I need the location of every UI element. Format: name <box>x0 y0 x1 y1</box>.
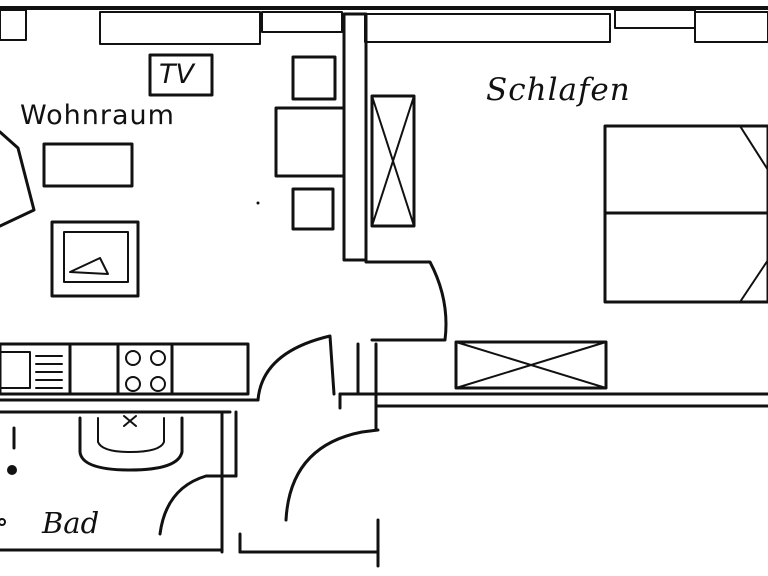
dot-mark <box>256 201 260 205</box>
bath-door <box>158 474 238 536</box>
armchair <box>50 220 140 298</box>
bath-walls <box>0 410 380 568</box>
kitchen-wall <box>0 398 260 414</box>
dining-set <box>274 55 346 231</box>
fixture-mark <box>0 518 6 526</box>
wardrobe-bottom <box>454 340 608 390</box>
kitchen-counter <box>0 342 250 396</box>
partition-wall <box>342 12 368 262</box>
lower-door <box>284 428 380 522</box>
bedroom-door <box>364 260 448 342</box>
wardrobe-left <box>370 94 416 228</box>
room-label-bedroom: Schlafen <box>486 72 631 108</box>
sofa <box>42 142 134 188</box>
room-label-living: Wohnraum <box>20 100 175 131</box>
corridor-wall <box>338 342 768 432</box>
stove <box>125 350 166 392</box>
top-wall <box>0 6 768 45</box>
tv-box <box>148 53 214 97</box>
bath-sink <box>78 415 184 472</box>
bed <box>603 124 768 304</box>
toilet <box>7 426 17 475</box>
side-chair <box>0 130 36 228</box>
corridor-door <box>256 334 336 402</box>
room-label-bath: Bad <box>42 506 100 540</box>
tv-label: TV <box>159 59 194 90</box>
